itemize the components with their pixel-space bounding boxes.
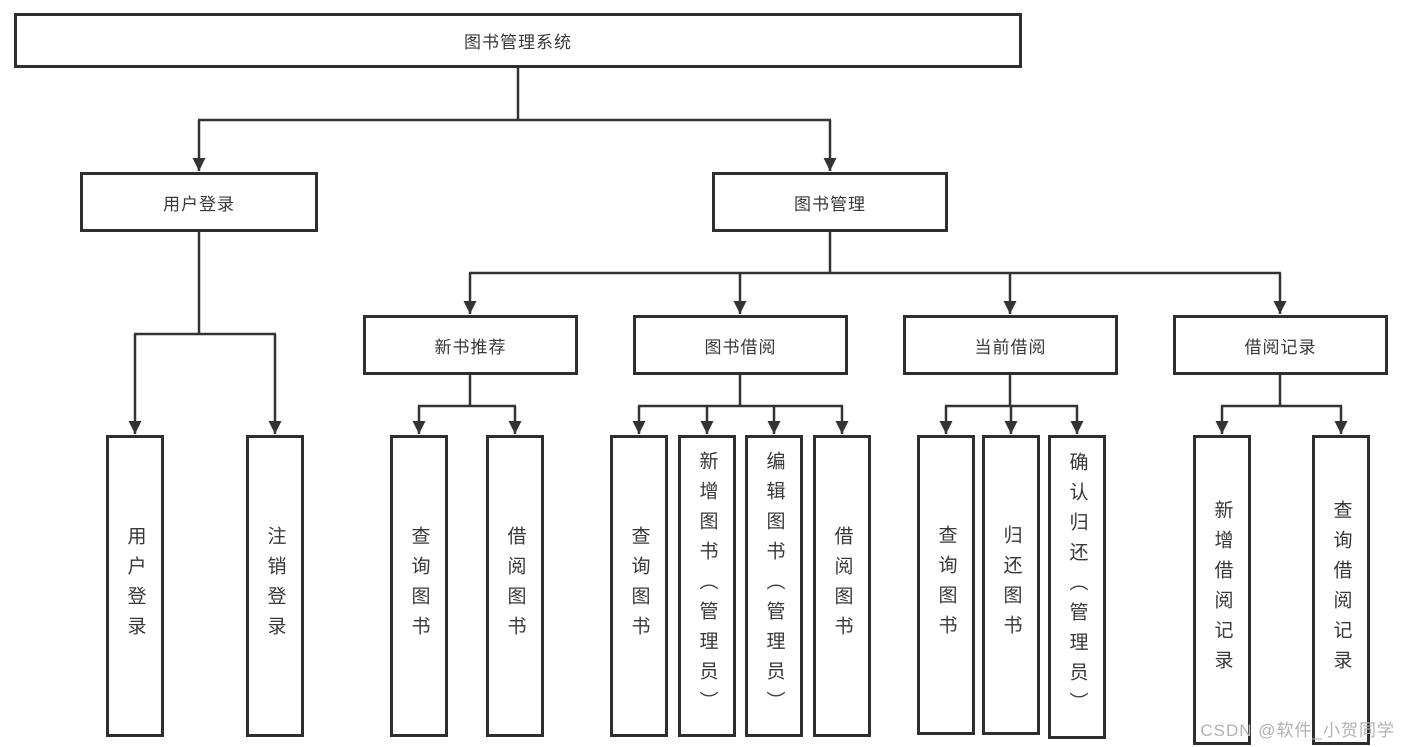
leaf-label: 注销登录 bbox=[264, 526, 286, 646]
leaf-query-books: 查询图书 bbox=[390, 435, 448, 737]
node-user-login-branch: 用户登录 bbox=[80, 172, 318, 232]
leaf-label: 查询图书 bbox=[935, 525, 957, 645]
leaf-label: 借阅图书 bbox=[831, 526, 853, 646]
leaf-label: 新增借阅记录 bbox=[1211, 500, 1233, 680]
leaf-edit-books-admin: 编辑图书︵管理员︶ bbox=[745, 435, 803, 737]
leaf-label: 编辑图书︵管理员︶ bbox=[763, 451, 785, 721]
node-label: 当前借阅 bbox=[974, 337, 1047, 357]
leaf-return-books: 归还图书 bbox=[982, 435, 1040, 735]
node-label: 图书管理 bbox=[794, 194, 866, 214]
node-new-book-recommendation: 新书推荐 bbox=[363, 315, 578, 375]
leaf-query-books: 查询图书 bbox=[917, 435, 975, 735]
node-library-management-system: 图书管理系统 bbox=[14, 13, 1022, 68]
leaf-borrow-books: 借阅图书 bbox=[486, 435, 544, 737]
leaf-confirm-return-admin: 确认归还︵管理员︶ bbox=[1048, 435, 1106, 739]
node-book-management-branch: 图书管理 bbox=[712, 172, 948, 232]
leaf-add-books-admin: 新增图书︵管理员︶ bbox=[678, 435, 736, 737]
leaf-label: 查询图书 bbox=[408, 526, 430, 646]
csdn-watermark: CSDN @软件_小贺同学 bbox=[1200, 721, 1395, 740]
leaf-label: 查询图书 bbox=[628, 526, 650, 646]
node-label: 借阅记录 bbox=[1244, 337, 1317, 357]
node-book-borrowing: 图书借阅 bbox=[633, 315, 848, 375]
leaf-label: 归还图书 bbox=[1000, 525, 1022, 645]
leaf-label: 用户登录 bbox=[124, 526, 146, 646]
leaf-query-borrow-record: 查询借阅记录 bbox=[1312, 435, 1370, 745]
leaf-query-books: 查询图书 bbox=[610, 435, 668, 737]
node-label: 新书推荐 bbox=[434, 337, 507, 357]
node-current-borrowing: 当前借阅 bbox=[903, 315, 1118, 375]
node-label: 图书借阅 bbox=[704, 337, 777, 357]
node-label: 图书管理系统 bbox=[464, 33, 572, 52]
leaf-label: 新增图书︵管理员︶ bbox=[696, 451, 718, 721]
node-label: 用户登录 bbox=[163, 194, 235, 214]
node-borrowing-records: 借阅记录 bbox=[1173, 315, 1388, 375]
leaf-label: 借阅图书 bbox=[504, 526, 526, 646]
leaf-borrow-books: 借阅图书 bbox=[813, 435, 871, 737]
leaf-label: 查询借阅记录 bbox=[1330, 500, 1352, 680]
leaf-logout: 注销登录 bbox=[246, 435, 304, 737]
leaf-user-login: 用户登录 bbox=[106, 435, 164, 737]
leaf-add-borrow-record: 新增借阅记录 bbox=[1193, 435, 1251, 745]
leaf-label: 确认归还︵管理员︶ bbox=[1066, 452, 1088, 722]
